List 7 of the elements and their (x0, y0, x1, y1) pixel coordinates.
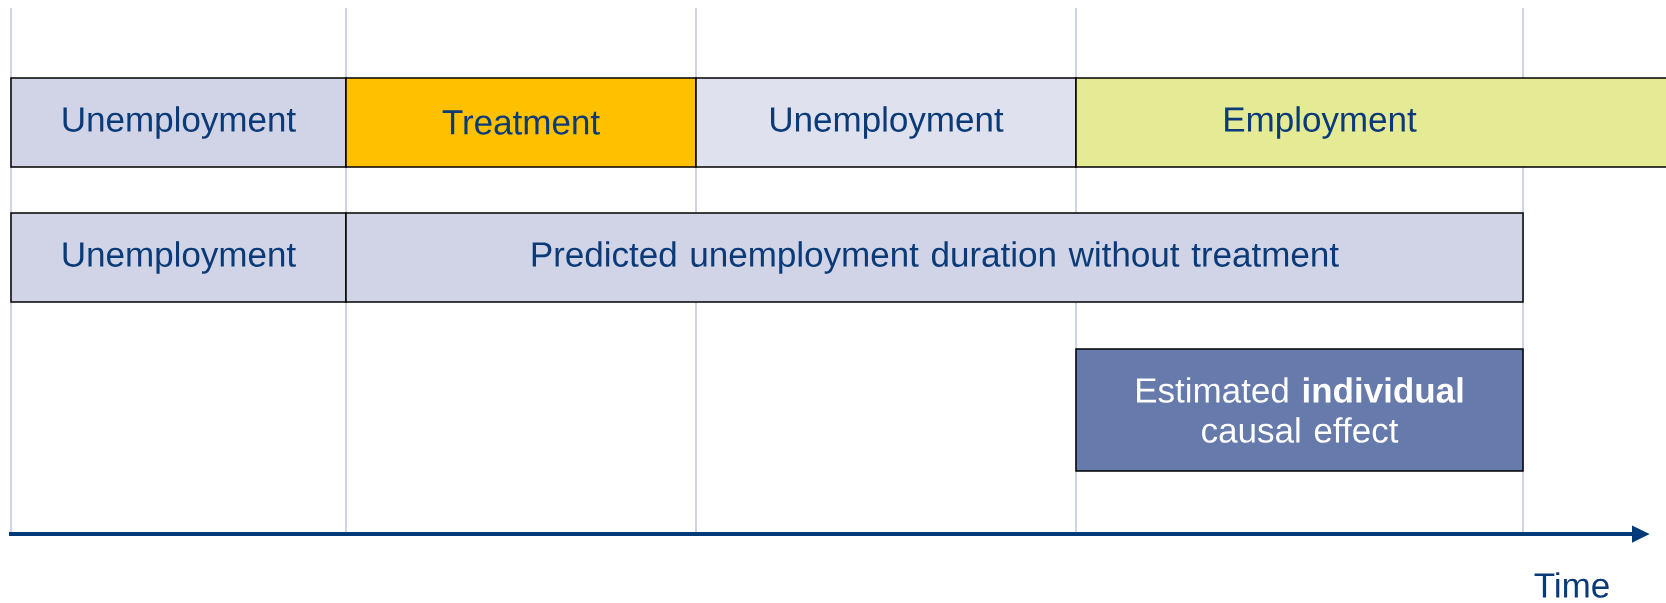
effect-box: Estimated individual causal effect (1075, 348, 1524, 472)
phase-box: Employment (1075, 77, 1666, 168)
phase-box: Treatment (345, 77, 697, 168)
phase-box: Unemployment (10, 77, 347, 168)
phase-box: Unemployment (10, 212, 347, 303)
axis-label: Time (1534, 572, 1609, 598)
phase-box: Unemployment (695, 77, 1077, 168)
